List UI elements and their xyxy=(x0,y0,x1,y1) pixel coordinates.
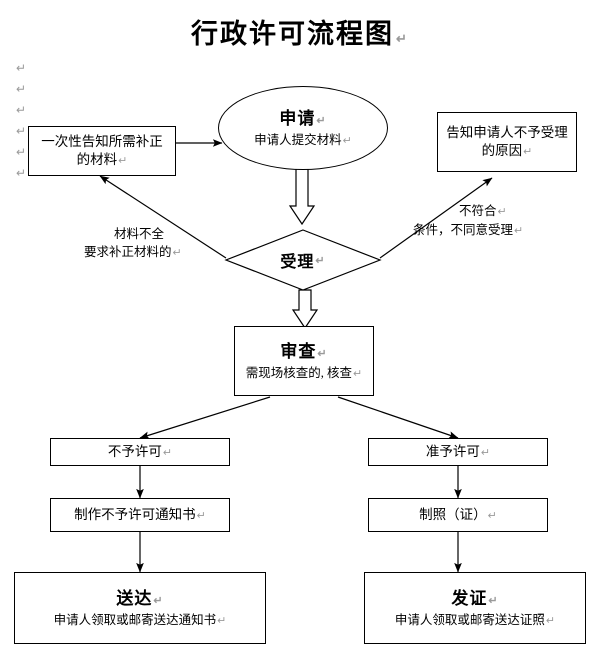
node-apply-label: 申请↵ xyxy=(279,108,327,128)
margin-paragraph-marks: ↵ ↵ ↵ ↵ ↵ ↵ xyxy=(16,58,32,184)
edge-label-not-qualified-line2: 条件，不同意受理↵ xyxy=(413,222,524,237)
page-title: 行政许可流程图↵ xyxy=(0,12,600,51)
node-deliver-sublabel: 申请人领取或邮寄送达通知书↵ xyxy=(53,612,227,627)
node-review[interactable]: 审查↵ 需现场核查的, 核查↵ xyxy=(234,326,374,396)
node-permitted[interactable]: 准予许可↵ xyxy=(368,438,548,466)
node-notify-reject-reason[interactable]: 告知申请人不予受理的原因↵ xyxy=(437,112,577,172)
node-notify-supplement-label: 一次性告知所需补正的材料↵ xyxy=(41,133,163,167)
node-issue-license-sublabel: 申请人领取或邮寄送达证照↵ xyxy=(394,612,556,627)
edge-accept-to-review xyxy=(291,289,319,330)
node-apply[interactable]: 申请↵ 申请人提交材料↵ xyxy=(218,86,388,170)
node-issue-license[interactable]: 发证↵ 申请人领取或邮寄送达证照↵ xyxy=(364,572,586,644)
node-make-license[interactable]: 制照（证）↵ xyxy=(368,498,548,532)
paragraph-mark-icon: ↵ xyxy=(16,103,27,117)
edge-label-incomplete-line2: 要求补正材料的↵ xyxy=(84,245,182,260)
paragraph-mark-icon: ↵ xyxy=(16,145,27,159)
node-deliver[interactable]: 送达↵ 申请人领取或邮寄送达通知书↵ xyxy=(14,572,266,644)
node-apply-sublabel: 申请人提交材料↵ xyxy=(254,132,352,147)
page-title-text: 行政许可流程图 xyxy=(191,19,395,49)
paragraph-mark-icon: ↵ xyxy=(16,82,27,96)
paragraph-mark-icon: ↵ xyxy=(396,31,409,46)
node-not-permitted-label: 不予许可↵ xyxy=(107,443,173,459)
node-review-sublabel: 需现场核查的, 核查↵ xyxy=(245,365,363,380)
paragraph-mark-icon: ↵ xyxy=(16,61,27,75)
node-accept[interactable]: 受理↵ xyxy=(226,230,380,290)
edge-apply-to-accept xyxy=(288,167,316,226)
node-review-label: 审查↵ xyxy=(280,341,328,361)
edge-label-incomplete-materials: 材料不全 要求补正材料的↵ xyxy=(84,225,182,262)
edge-label-incomplete-line1: 材料不全 xyxy=(114,227,165,241)
node-make-reject-notice[interactable]: 制作不予许可通知书↵ xyxy=(50,498,230,532)
edge-review-to-permitted xyxy=(337,396,459,439)
node-make-license-label: 制照（证）↵ xyxy=(419,506,497,522)
node-issue-license-label: 发证↵ xyxy=(451,588,499,608)
node-notify-supplement[interactable]: 一次性告知所需补正的材料↵ xyxy=(28,126,176,176)
edge-review-to-not-permitted xyxy=(139,396,271,439)
edge-label-not-qualified: 不符合↵ 条件，不同意受理↵ xyxy=(413,202,523,240)
node-make-reject-notice-label: 制作不予许可通知书↵ xyxy=(74,506,206,522)
paragraph-mark-icon: ↵ xyxy=(16,124,27,138)
edge-label-not-qualified-line1: 不符合↵ xyxy=(459,204,507,218)
node-accept-label: 受理↵ xyxy=(280,254,326,271)
paragraph-mark-icon: ↵ xyxy=(16,166,27,180)
node-not-permitted[interactable]: 不予许可↵ xyxy=(50,438,230,466)
node-deliver-label: 送达↵ xyxy=(116,588,164,608)
node-permitted-label: 准予许可↵ xyxy=(425,443,491,459)
node-notify-reject-reason-label: 告知申请人不予受理的原因↵ xyxy=(446,124,568,158)
